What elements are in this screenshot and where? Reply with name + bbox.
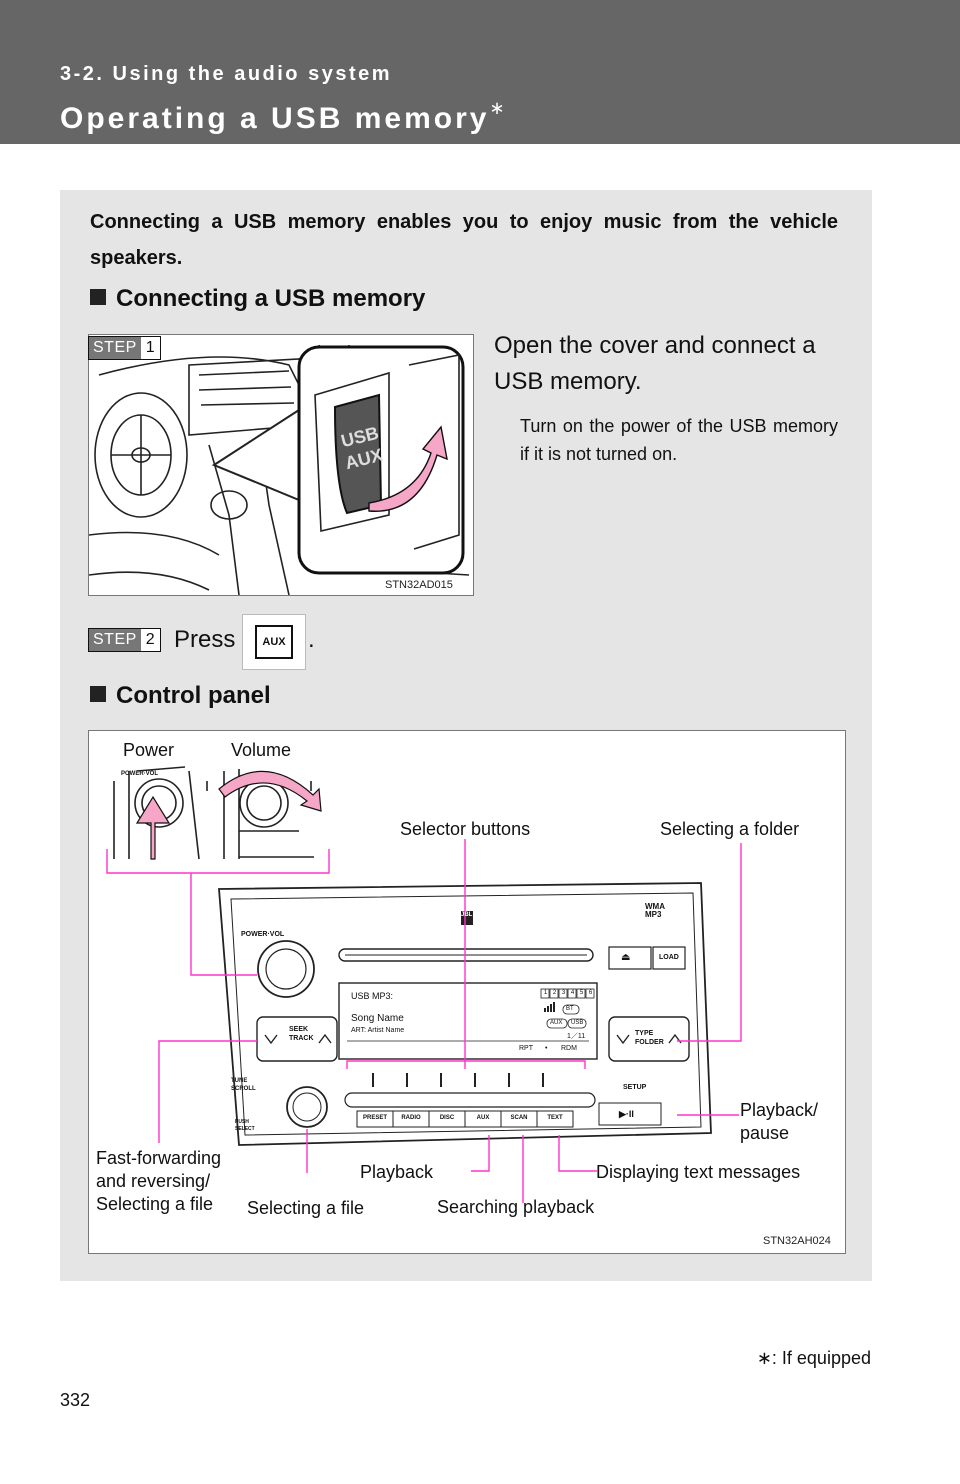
unit-folder: FOLDER — [635, 1039, 664, 1046]
label-playback-pause-line1: Playback/ — [740, 1100, 819, 1120]
unit-tune: TUNE — [231, 1078, 248, 1084]
unit-tune-scroll: TUNE SCROLL — [231, 1077, 256, 1093]
step2-text: Press — [174, 626, 236, 653]
square-bullet-icon — [90, 289, 106, 305]
label-playback-pause-line2: pause — [740, 1123, 790, 1143]
unit-load: LOAD — [659, 954, 679, 961]
step2-badge-number: 2 — [145, 631, 155, 648]
display-rpt: RPT — [519, 1045, 533, 1052]
control-panel-heading-text: Control panel — [116, 682, 271, 709]
eject-icon: ⏏ — [621, 952, 631, 963]
aux-button-illustration: AUX — [242, 614, 306, 670]
label-fast-forwarding-line1: Fast-forwarding — [96, 1148, 222, 1168]
unit-button-scan: SCAN — [510, 1115, 528, 1121]
figure-code-1: STN32AD015 — [385, 579, 453, 591]
display-preset-1: 1 — [543, 990, 548, 996]
play-pause-icon: ▶·II — [619, 1109, 634, 1119]
dashboard-illustration — [89, 344, 470, 595]
unit-button-aux: AUX — [476, 1115, 490, 1121]
unit-jbl-logo: JBL — [461, 912, 473, 918]
display-preset-5: 5 — [579, 990, 584, 996]
title-asterisk: ∗ — [489, 98, 505, 118]
connecting-heading-text: Connecting a USB memory — [116, 285, 426, 312]
label-selector-buttons: Selector buttons — [400, 819, 531, 839]
unit-push: PUSH — [235, 1119, 249, 1125]
unit-button-radio: RADIO — [401, 1115, 421, 1121]
display-preset-3: 3 — [561, 990, 566, 996]
step1-badge-number: 1 — [145, 339, 155, 356]
usb-port-figure: USB AUX STN32AD015 — [88, 334, 474, 596]
step1-badge-label: STEP — [89, 337, 141, 359]
label-playback-pause: Playback/pause — [740, 1099, 818, 1145]
label-selecting-file: Selecting a file — [247, 1198, 365, 1218]
display-dot: • — [545, 1045, 548, 1052]
display-song: Song Name — [351, 1013, 404, 1024]
display-usb: USB — [571, 1020, 584, 1026]
control-panel-heading: Control panel — [90, 682, 271, 710]
step1-note: Turn on the power of the USB memory if i… — [520, 416, 838, 464]
section-title: 3-2. Using the audio system — [60, 63, 393, 85]
label-displaying-text: Displaying text messages — [596, 1162, 801, 1182]
unit-button-text: TEXT — [547, 1115, 563, 1121]
unit-button-row: PRESET RADIO DISC AUX SCAN TEXT — [357, 1115, 573, 1121]
display-track: 1／11 — [567, 1033, 586, 1040]
unit-scroll: SCROLL — [231, 1086, 256, 1092]
page-title-text: Operating a USB memory — [60, 102, 490, 135]
page-header: 3-2. Using the audio system Operating a … — [0, 0, 960, 144]
display-aux: AUX — [550, 1020, 563, 1026]
square-bullet-icon — [90, 686, 106, 702]
unit-select: SELECT — [235, 1126, 255, 1132]
step1-text: Open the cover and connect a USB memory. — [494, 332, 816, 395]
connecting-heading: Connecting a USB memory — [90, 285, 425, 313]
label-volume: Volume — [231, 740, 292, 760]
display-preset-2: 2 — [552, 990, 557, 996]
unit-type-folder: TYPE FOLDER — [635, 1029, 664, 1047]
control-panel-figure: POWER·VOL — [88, 730, 846, 1254]
display-bt: BT — [566, 1006, 574, 1012]
display-artist-line: ART: Artist Name — [351, 1027, 404, 1034]
step2-period: . — [308, 626, 315, 653]
display-art-label: ART: — [351, 1027, 367, 1034]
label-power: Power — [123, 740, 175, 760]
label-fast-forwarding: Fast-forwarding and reversing/Selecting a… — [96, 1147, 221, 1216]
unit-power-vol: POWER·VOL — [241, 931, 285, 938]
unit-button-preset: PRESET — [362, 1115, 387, 1121]
display-preset-4: 4 — [570, 990, 575, 996]
label-selecting-folder: Selecting a folder — [660, 819, 800, 839]
intro-text: Connecting a USB memory enables you to e… — [90, 211, 838, 269]
label-fast-forwarding-line2: and reversing/ — [96, 1171, 211, 1191]
label-playback: Playback — [360, 1162, 434, 1182]
page-number: 332 — [60, 1390, 91, 1410]
unit-button-disc: DISC — [439, 1115, 455, 1121]
figure-code-2: STN32AH024 — [763, 1235, 831, 1247]
page-title: Operating a USB memory∗ — [60, 98, 505, 136]
label-searching-playback: Searching playback — [437, 1197, 595, 1217]
display-artist: Artist Name — [367, 1027, 405, 1034]
step2-badge-label: STEP — [89, 629, 141, 651]
unit-seek: SEEK — [289, 1026, 309, 1033]
audio-unit-illustration: POWER·VOL — [106, 766, 742, 1203]
display-preset-6: 6 — [588, 990, 593, 996]
display-rdm: RDM — [561, 1045, 577, 1052]
aux-button-label: AUX — [255, 625, 293, 659]
unit-type: TYPE — [635, 1030, 654, 1037]
display-source: USB MP3: — [351, 991, 394, 1001]
display-presets: 1 2 3 4 5 6 — [541, 990, 595, 996]
unit-setup: SETUP — [623, 1084, 647, 1091]
inset-power-vol-text: POWER·VOL — [121, 771, 158, 777]
unit-wma: WMA — [645, 902, 665, 911]
footnote: ∗: If equipped — [756, 1348, 871, 1368]
unit-mp3: MP3 — [645, 910, 662, 919]
label-fast-forwarding-line3: Selecting a file — [96, 1194, 214, 1214]
unit-track: TRACK — [289, 1035, 314, 1042]
unit-seek-track: SEEK TRACK — [289, 1025, 314, 1043]
